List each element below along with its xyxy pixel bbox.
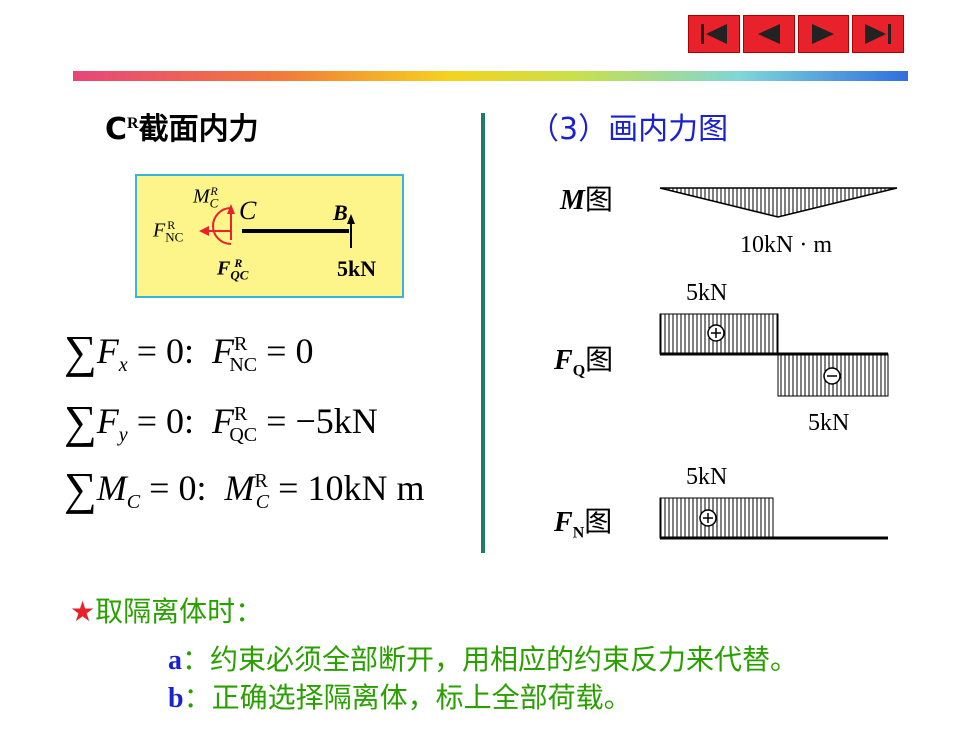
fn-value: 5kN: [686, 464, 728, 490]
force-fnc-label: FNCR: [153, 218, 184, 245]
fn-diagram-label: FN图: [554, 505, 613, 542]
m-diagram-label: M图: [560, 183, 613, 216]
equation-sum-fy: ∑Fy = 0: FRQC = −5kN: [64, 396, 378, 447]
next-page-button[interactable]: [797, 15, 850, 53]
fq-top-value: 5kN: [686, 280, 728, 306]
navigation-bar: [688, 15, 904, 53]
notes-heading: ★取隔离体时：: [70, 590, 263, 630]
free-body-diagram: MCR C B FNCR FQCR 5kN: [135, 174, 404, 298]
rainbow-divider: [73, 71, 908, 81]
load-5kn-label: 5kN: [337, 256, 377, 281]
left-section-title: CR截面内力: [105, 104, 259, 148]
moment-diagram: [659, 187, 898, 218]
first-page-button[interactable]: [688, 15, 740, 53]
right-section-title: （3）画内力图: [529, 112, 729, 147]
force-fqc-label: FQCR: [217, 256, 249, 283]
section-title-text: 截面内力: [138, 112, 259, 147]
last-page-button[interactable]: [852, 15, 904, 53]
shear-diagram: [659, 313, 889, 397]
note-a: a：约束必须全部断开，用相应的约束反力来代替。: [168, 643, 799, 676]
first-page-icon: [700, 24, 727, 44]
m-diagram-value: 10kN · m: [740, 232, 832, 258]
vertical-divider: [481, 113, 485, 553]
fq-diagram-label: FQ图: [554, 343, 614, 380]
section-c-sup: R: [127, 115, 139, 132]
equation-sum-fx: ∑Fx = 0: FRNC = 0: [64, 326, 314, 377]
previous-page-icon: [757, 24, 780, 44]
previous-page-button[interactable]: [742, 15, 795, 53]
note-b: b：正确选择隔离体，标上全部荷载。: [168, 681, 632, 714]
free-body-drawing: [199, 204, 355, 248]
point-c-label: C: [239, 196, 257, 225]
moment-mc-label: MCR: [193, 184, 219, 211]
next-page-icon: [812, 24, 835, 44]
point-b-label: B: [333, 200, 348, 225]
axial-diagram: [659, 497, 888, 540]
equation-sum-mc: ∑MC = 0: MRC = 10kN m: [64, 463, 425, 514]
section-c-letter: C: [105, 112, 128, 147]
fq-bottom-value: 5kN: [808, 410, 850, 436]
last-page-icon: [865, 24, 892, 44]
notes-heading-text: 取隔离体时：: [95, 595, 264, 628]
star-icon: ★: [70, 595, 96, 628]
